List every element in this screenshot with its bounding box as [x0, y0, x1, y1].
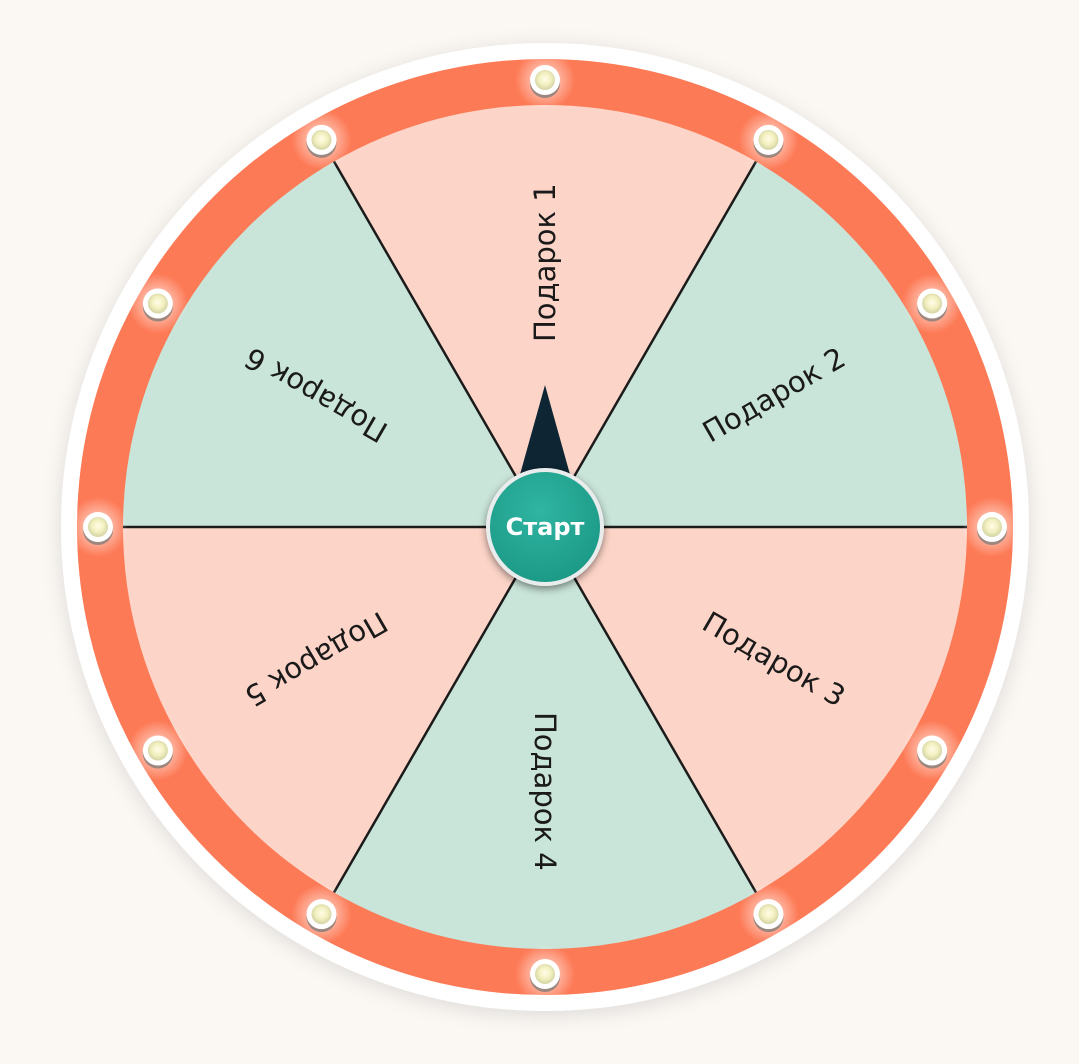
wheel-segment	[123, 527, 545, 893]
wheel-segment	[123, 161, 545, 527]
segment-divider	[543, 160, 758, 528]
light-bulb-icon	[738, 109, 799, 170]
pointer-icon	[519, 385, 571, 478]
light-bulb-icon	[515, 50, 575, 110]
light-bulb-icon	[902, 720, 963, 781]
start-button[interactable]: Старт	[486, 468, 604, 586]
segment-divider	[543, 526, 758, 894]
dividers	[123, 160, 967, 894]
light-bulb-icon	[68, 497, 128, 557]
light-bulb-icon	[902, 273, 963, 334]
wheel-segment	[545, 527, 967, 893]
light-bulb-icon	[291, 109, 352, 170]
segments	[123, 104, 967, 949]
light-bulb-icon	[962, 497, 1022, 557]
segment-label: Подарок 1	[528, 183, 562, 342]
light-bulb-icon	[515, 944, 575, 1004]
light-bulb-icon	[738, 884, 799, 945]
light-bulb-icon	[291, 884, 352, 945]
bulbs	[68, 50, 1022, 1004]
light-bulb-icon	[127, 720, 188, 781]
light-bulb-icon	[127, 273, 188, 334]
segment-divider	[332, 526, 547, 894]
segment-label: Подарок 4	[528, 712, 562, 871]
segment-divider	[332, 160, 547, 528]
wheel-segment	[545, 161, 967, 527]
wheel-segment	[334, 104, 756, 527]
wheel-segment	[334, 527, 756, 949]
